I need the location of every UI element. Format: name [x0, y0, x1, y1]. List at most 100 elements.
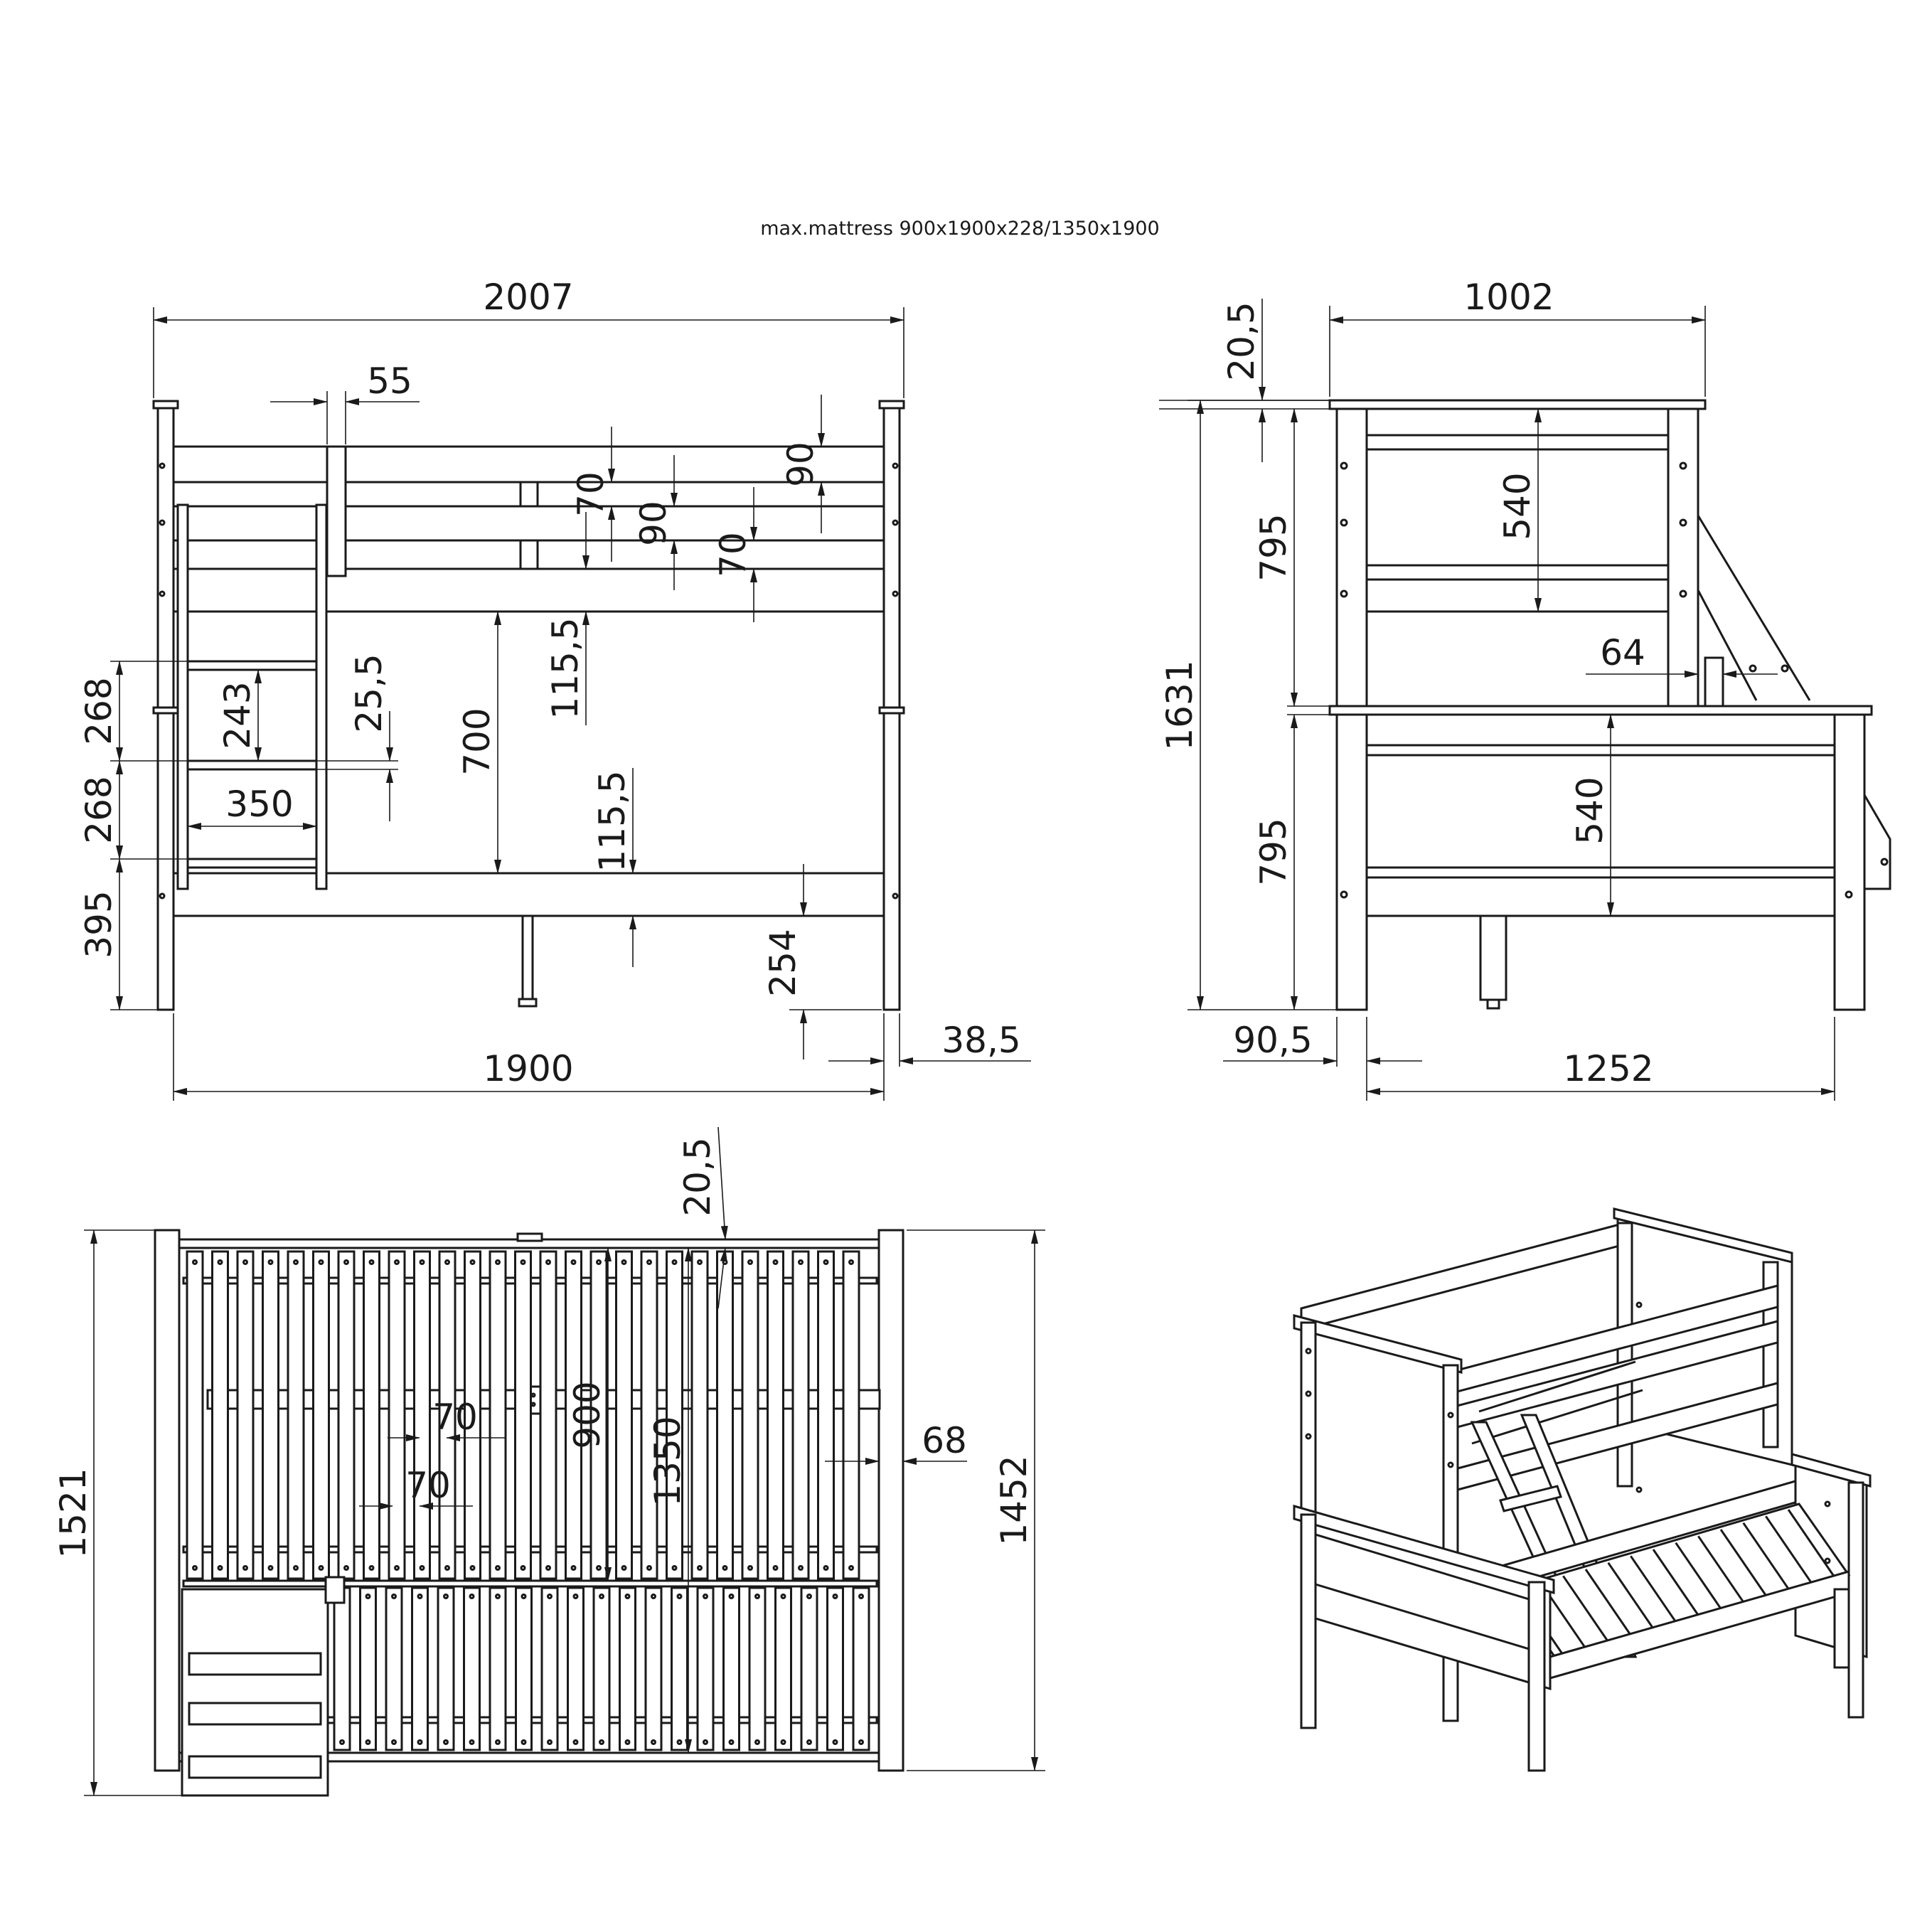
slat: [767, 1250, 784, 1580]
slat: [671, 1586, 688, 1751]
side-view: 2007 55 70 90 90 70 115,5 700 115,5: [78, 277, 1031, 1101]
slat-screw: [806, 1739, 812, 1745]
slat-screw: [599, 1594, 604, 1599]
slat-screw: [520, 1259, 526, 1265]
slat-screw: [572, 1594, 579, 1599]
slat: [619, 1586, 636, 1751]
slat: [852, 1586, 870, 1751]
dim-inner-depth: 1452: [993, 1455, 1035, 1545]
slat-screw: [339, 1739, 345, 1745]
slat: [666, 1250, 683, 1580]
slat-screw: [596, 1565, 602, 1571]
slat-screw: [217, 1259, 223, 1265]
dim-step-thickness: 25,5: [348, 653, 390, 732]
slat-screw: [747, 1565, 753, 1571]
slat-screw: [192, 1565, 198, 1571]
upper-slats: [186, 1250, 860, 1580]
slat-screw: [596, 1259, 602, 1265]
slat-screw: [242, 1259, 248, 1265]
slat-screw: [417, 1594, 423, 1599]
dim-ladder-offset: 64: [1600, 632, 1645, 673]
slat-screw: [823, 1259, 829, 1265]
upper-left-post: [1335, 407, 1368, 709]
slat-screw: [545, 1259, 551, 1265]
dim-upper-mattress: 900: [567, 1381, 608, 1448]
slat: [540, 1586, 559, 1751]
slat-screw: [267, 1259, 274, 1265]
iso-slat: [1675, 1542, 1723, 1611]
slat-screw: [832, 1594, 838, 1599]
dim-rail-inset: 68: [922, 1420, 967, 1461]
slat-screw: [521, 1739, 527, 1745]
lower-rail: [172, 872, 885, 917]
slat-screw: [772, 1565, 779, 1571]
iso-slat: [1719, 1529, 1768, 1598]
slat-screw: [444, 1565, 450, 1571]
slat-screw: [624, 1594, 631, 1599]
dim-upper-height: 795: [1253, 513, 1294, 581]
slat: [437, 1586, 455, 1751]
slat-screw: [417, 1739, 423, 1745]
slat-screw: [728, 1594, 735, 1599]
end-view: 1002 20,5 795 540 1631 64 795 540: [1159, 277, 1891, 1101]
slat-screw: [806, 1594, 812, 1599]
slat-screw: [394, 1565, 400, 1571]
slat-screw: [495, 1565, 501, 1571]
end-center-leg: [1479, 914, 1507, 1001]
lower-right-post: [1833, 713, 1866, 1011]
left-end-post: [154, 1229, 181, 1772]
top-view: 20,5 1521 70 70 900 1350 68 1452: [53, 1126, 1045, 1797]
slat-screw: [624, 1739, 631, 1745]
slat: [640, 1250, 658, 1580]
slat-screw: [728, 1739, 735, 1745]
slat-screw: [646, 1565, 652, 1571]
dim-top-cap: 20,5: [677, 1137, 718, 1216]
slat: [464, 1250, 481, 1580]
iso-slat: [1787, 1509, 1836, 1578]
slat-screw: [832, 1739, 838, 1745]
lower-left-post: [1335, 713, 1368, 1011]
dim-total-height: 1631: [1159, 660, 1200, 750]
slat: [333, 1586, 351, 1751]
dim-rail-90-a: 90: [633, 501, 674, 546]
slat-screw: [780, 1594, 786, 1599]
lower-top-cap: [1328, 705, 1873, 716]
slat-screw: [469, 1565, 476, 1571]
dim-rail-90-b: 90: [780, 442, 821, 487]
slat-screw: [747, 1259, 753, 1265]
slat-screw: [671, 1565, 678, 1571]
slat: [539, 1250, 557, 1580]
slat-screw: [570, 1259, 577, 1265]
dim-inner-length: 1900: [483, 1048, 573, 1089]
slat-screw: [443, 1594, 449, 1599]
isometric-view: [1293, 1207, 1872, 1772]
slat: [359, 1586, 377, 1751]
slat: [696, 1586, 715, 1751]
slat-screw: [780, 1739, 786, 1745]
dim-slat-gap-b: 70: [405, 1465, 451, 1506]
dim-step-pitch: 243: [217, 681, 258, 749]
slat-screw: [703, 1594, 708, 1599]
upper-rail-1: [172, 445, 885, 484]
slat: [312, 1250, 330, 1580]
ladder-right-rail: [315, 503, 328, 890]
slat-screw: [858, 1594, 864, 1599]
slat-screw: [318, 1259, 324, 1265]
slat-screw: [848, 1259, 854, 1265]
dim-rail-gap-bottom: 115,5: [592, 770, 633, 872]
slat-screw: [242, 1565, 248, 1571]
slat: [615, 1250, 633, 1580]
dim-step-268-top: 268: [78, 677, 119, 744]
slat-screw: [391, 1739, 397, 1745]
dim-upper-panel: 540: [1497, 472, 1538, 540]
slat: [438, 1250, 457, 1580]
slat-screw: [365, 1594, 371, 1599]
upper-right-post: [1667, 407, 1699, 709]
slat-screw: [798, 1259, 804, 1265]
slat-screw: [495, 1259, 501, 1265]
slat: [741, 1250, 759, 1580]
dim-slat-gap-a: 70: [432, 1397, 478, 1438]
slat-screw: [368, 1565, 375, 1571]
ladder-top-cap: [326, 445, 347, 577]
dim-lower-panel: 540: [1569, 776, 1611, 844]
